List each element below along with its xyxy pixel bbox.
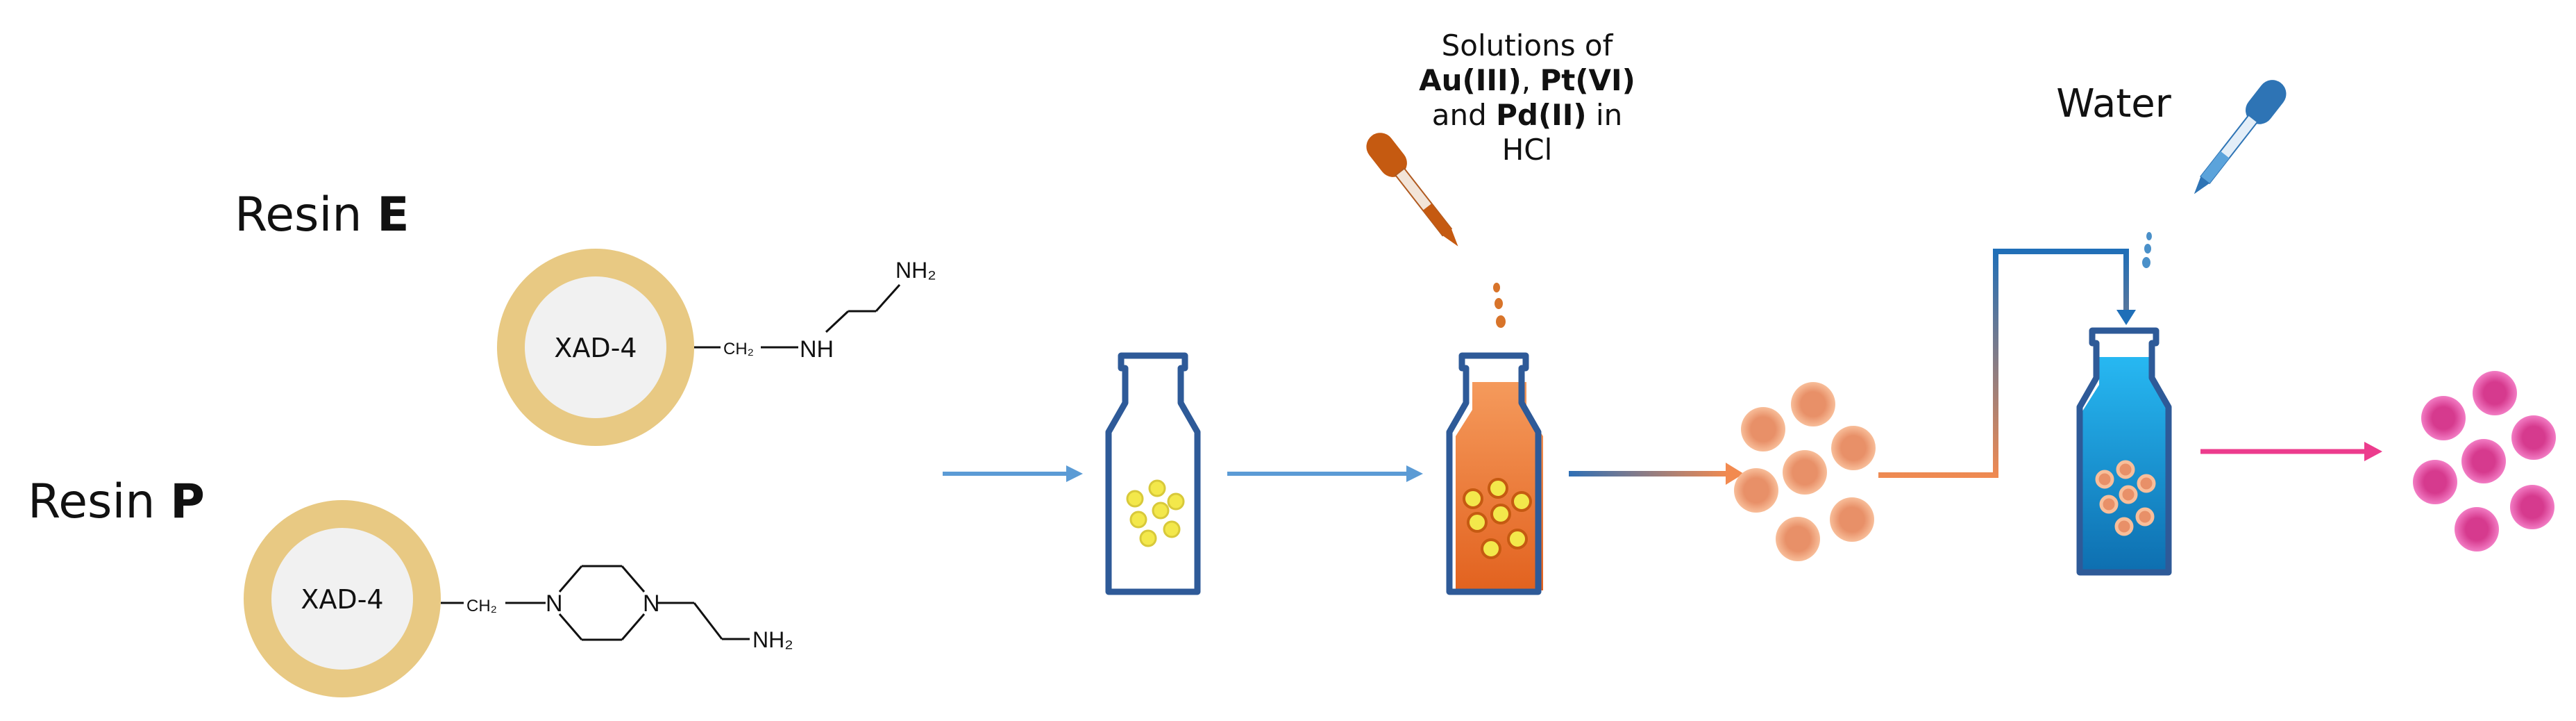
resin-p-linker-label: CH₂ bbox=[466, 597, 497, 615]
flow-arrow-2 bbox=[1227, 465, 1423, 482]
resin-p-title-letter: P bbox=[170, 474, 205, 529]
resin-p-structure bbox=[441, 565, 750, 641]
resin-p-core bbox=[271, 528, 413, 670]
reagent-label: Solutions of Au(III), Pt(VI) and Pd(II) … bbox=[1419, 28, 1635, 167]
reagent-label-line4: HCl bbox=[1502, 133, 1553, 167]
resin-e-linker-label: CH₂ bbox=[723, 340, 754, 358]
resin-e-amine-label: NH bbox=[800, 336, 834, 363]
resin-p-group: Resin P XAD-4 CH₂ N N NH₂ bbox=[28, 474, 793, 697]
resin-e-structure bbox=[694, 283, 901, 349]
reagent-and: and bbox=[1432, 98, 1496, 132]
reagent-label-line1: Solutions of bbox=[1442, 28, 1614, 63]
bottle-3-water-elution bbox=[2076, 327, 2172, 576]
reagent-drops bbox=[1493, 283, 1506, 328]
wash-pipe bbox=[1878, 249, 2136, 478]
flow-arrow-3 bbox=[1569, 463, 1744, 485]
water-dropper-icon bbox=[2142, 80, 2287, 268]
water-drops bbox=[2142, 232, 2152, 268]
bottle-1-resin-beads bbox=[1105, 352, 1201, 595]
resin-p-title-prefix: Resin bbox=[28, 474, 170, 529]
resin-e-terminal-label: NH₂ bbox=[895, 258, 936, 283]
resin-p-core-label: XAD-4 bbox=[301, 584, 383, 615]
reagent-label-line3: and Pd(II) in bbox=[1432, 98, 1623, 132]
bottle-2-metal-solution bbox=[1446, 352, 1543, 595]
reagent-label-line2: Au(III), Pt(VI) bbox=[1419, 63, 1635, 97]
bottle-3-beads bbox=[2095, 460, 2156, 536]
resin-p-ring-n2: N bbox=[643, 590, 660, 617]
reagent-dropper-icon bbox=[1366, 133, 1506, 328]
resin-e-title: Resin E bbox=[235, 188, 410, 242]
loaded-beads-cluster bbox=[1734, 382, 1876, 561]
resin-e-title-prefix: Resin bbox=[235, 188, 377, 242]
reagent-pt: Pt(VI) bbox=[1540, 63, 1635, 97]
resin-e-title-letter: E bbox=[377, 188, 409, 242]
bottle-1-beads bbox=[1126, 479, 1185, 547]
eluted-beads-cluster bbox=[2413, 371, 2556, 552]
flow-arrow-1 bbox=[943, 465, 1083, 482]
resin-e-core-label: XAD-4 bbox=[554, 333, 637, 363]
reagent-in: in bbox=[1587, 98, 1623, 132]
resin-p-title: Resin P bbox=[28, 474, 205, 529]
resin-e-group: Resin E XAD-4 CH₂ NH NH₂ bbox=[235, 188, 936, 446]
reagent-pd: Pd(II) bbox=[1496, 98, 1587, 132]
flow-arrow-4 bbox=[2200, 442, 2382, 461]
reagent-sep: , bbox=[1522, 63, 1540, 97]
resin-p-terminal-label: NH₂ bbox=[752, 627, 793, 652]
resin-e-core bbox=[525, 276, 666, 418]
water-label: Water bbox=[2056, 81, 2172, 126]
bottle-2-beads bbox=[1463, 478, 1532, 559]
resin-p-ring-n1: N bbox=[546, 590, 563, 617]
reagent-au: Au(III) bbox=[1419, 63, 1522, 97]
